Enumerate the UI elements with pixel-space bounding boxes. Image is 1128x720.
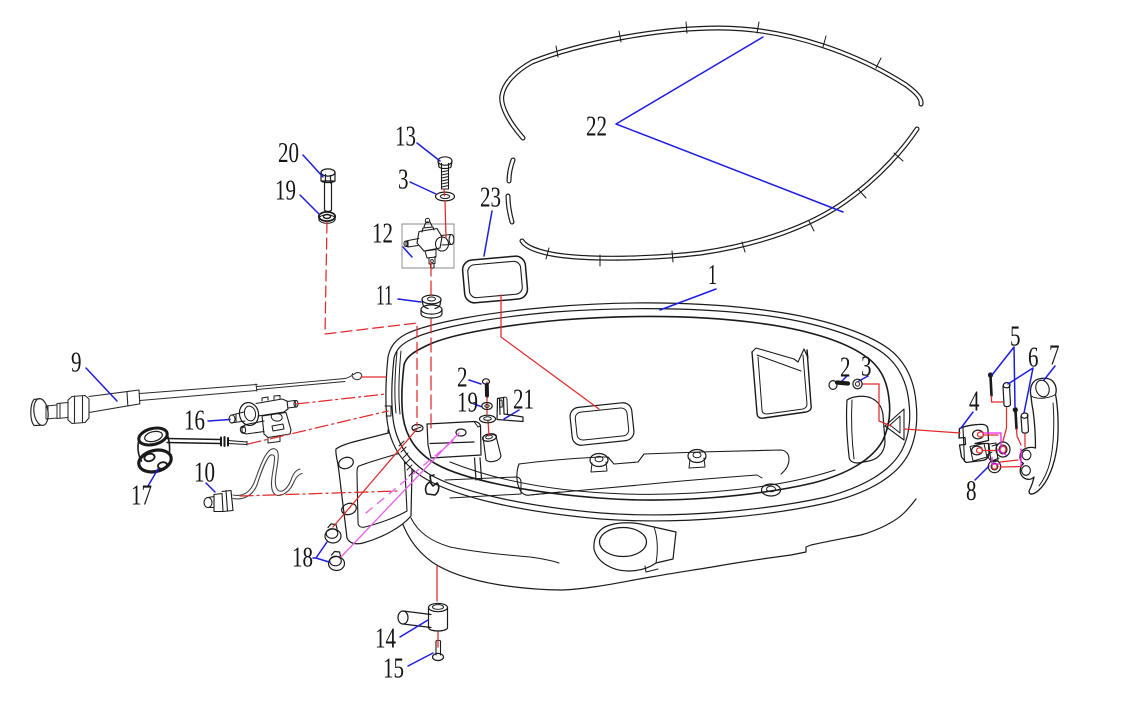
- svg-text:22: 22: [586, 112, 607, 143]
- svg-text:20: 20: [278, 138, 299, 169]
- svg-text:18: 18: [292, 543, 313, 574]
- svg-text:9: 9: [71, 348, 82, 379]
- svg-text:1: 1: [708, 260, 717, 291]
- svg-text:5: 5: [1010, 322, 1021, 353]
- svg-text:15: 15: [383, 654, 404, 685]
- svg-text:19: 19: [457, 388, 478, 419]
- svg-text:2: 2: [457, 363, 468, 394]
- svg-text:17: 17: [131, 481, 152, 512]
- svg-text:11: 11: [376, 281, 393, 312]
- svg-text:3: 3: [861, 352, 872, 383]
- svg-text:10: 10: [194, 458, 215, 489]
- svg-text:2: 2: [840, 353, 851, 384]
- svg-text:16: 16: [184, 406, 205, 437]
- svg-text:4: 4: [969, 387, 980, 418]
- svg-text:23: 23: [480, 183, 501, 214]
- svg-text:21: 21: [513, 385, 534, 416]
- svg-text:19: 19: [275, 176, 296, 207]
- svg-text:12: 12: [372, 219, 393, 250]
- svg-text:13: 13: [395, 122, 416, 153]
- svg-text:7: 7: [1049, 341, 1060, 372]
- svg-text:8: 8: [966, 476, 977, 507]
- svg-text:3: 3: [398, 165, 409, 196]
- svg-text:6: 6: [1028, 343, 1039, 374]
- svg-text:14: 14: [375, 624, 396, 655]
